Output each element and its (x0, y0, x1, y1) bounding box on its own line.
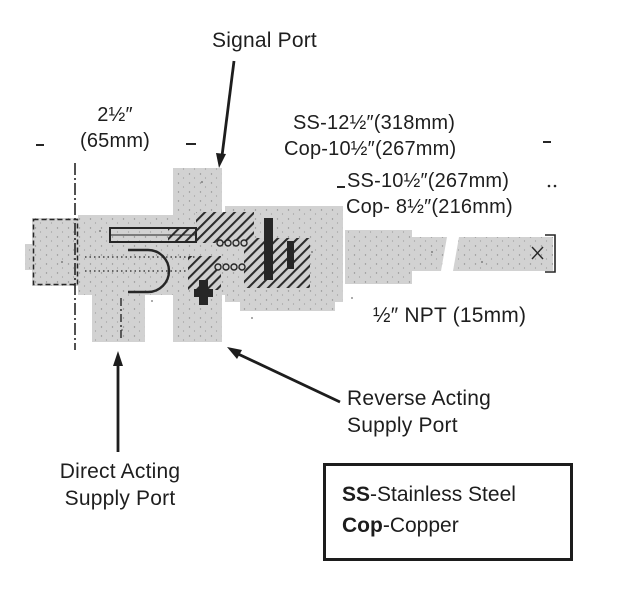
left-end-cap (32, 218, 78, 286)
section-hatching (168, 212, 310, 290)
legend-name-copper: -Copper (382, 514, 459, 537)
lower-shelf (240, 296, 335, 311)
spring-coils (214, 239, 248, 271)
sensing-bulb-segment-2 (453, 237, 553, 271)
body-width-mm: (65mm) (79, 130, 151, 152)
reverse-acting-line1: Reverse Acting (347, 387, 492, 410)
direct-acting-line2: Supply Port (64, 487, 176, 510)
overall-length-ss: SS-12½″(318mm) (293, 112, 456, 134)
legend-abbr-cop: Cop (342, 514, 383, 537)
bulb-length-cop: Cop- 8½″(216mm) (346, 196, 513, 218)
direct-acting-port-boss (92, 295, 145, 342)
signal-port-label: Signal Port (212, 29, 317, 52)
internal-details (32, 218, 556, 340)
reverse-acting-line2: Supply Port (347, 414, 458, 437)
left-nub (25, 244, 33, 270)
reverse-acting-arrow (227, 347, 341, 404)
legend-item-stainless: SS-Stainless Steel (342, 479, 570, 510)
legend-name-stainless: -Stainless Steel (370, 483, 516, 506)
npt-size-label: ½″ NPT (15mm) (373, 304, 527, 327)
materials-legend: SS-Stainless Steel Cop-Copper (323, 463, 573, 561)
spindle-bar (264, 218, 273, 280)
scan-noise (61, 181, 483, 331)
body-width-dimension: 2½″ (65mm) (55, 102, 175, 154)
bulb-length-ss: SS-10½″(267mm) (347, 170, 510, 192)
bottom-plug-flange (194, 289, 213, 297)
cap-hidden-outline (32, 218, 79, 286)
diaphragm-channel (128, 248, 171, 294)
body-width-inches: 2½″ (97, 104, 133, 126)
reverse-acting-port-boss (173, 295, 222, 342)
direct-acting-label: Direct Acting Supply Port (41, 458, 199, 512)
reverse-acting-label: Reverse Acting Supply Port (347, 385, 491, 439)
direct-acting-arrow (113, 351, 123, 452)
overall-length-cop: Cop-10½″(267mm) (284, 138, 457, 160)
sensing-bulb-segment-1 (412, 237, 447, 271)
seat-bar (287, 241, 294, 269)
bulb-collar (345, 230, 412, 284)
callout-arrows (113, 60, 341, 452)
direct-acting-line1: Direct Acting (59, 460, 181, 483)
legend-item-copper: Cop-Copper (342, 510, 570, 541)
signal-port-boss (173, 168, 222, 215)
signal-port-arrow (216, 60, 236, 168)
legend-abbr-ss: SS (342, 483, 371, 506)
bulb-end-bracket (545, 234, 556, 273)
centerlines-and-ticks (36, 141, 557, 350)
